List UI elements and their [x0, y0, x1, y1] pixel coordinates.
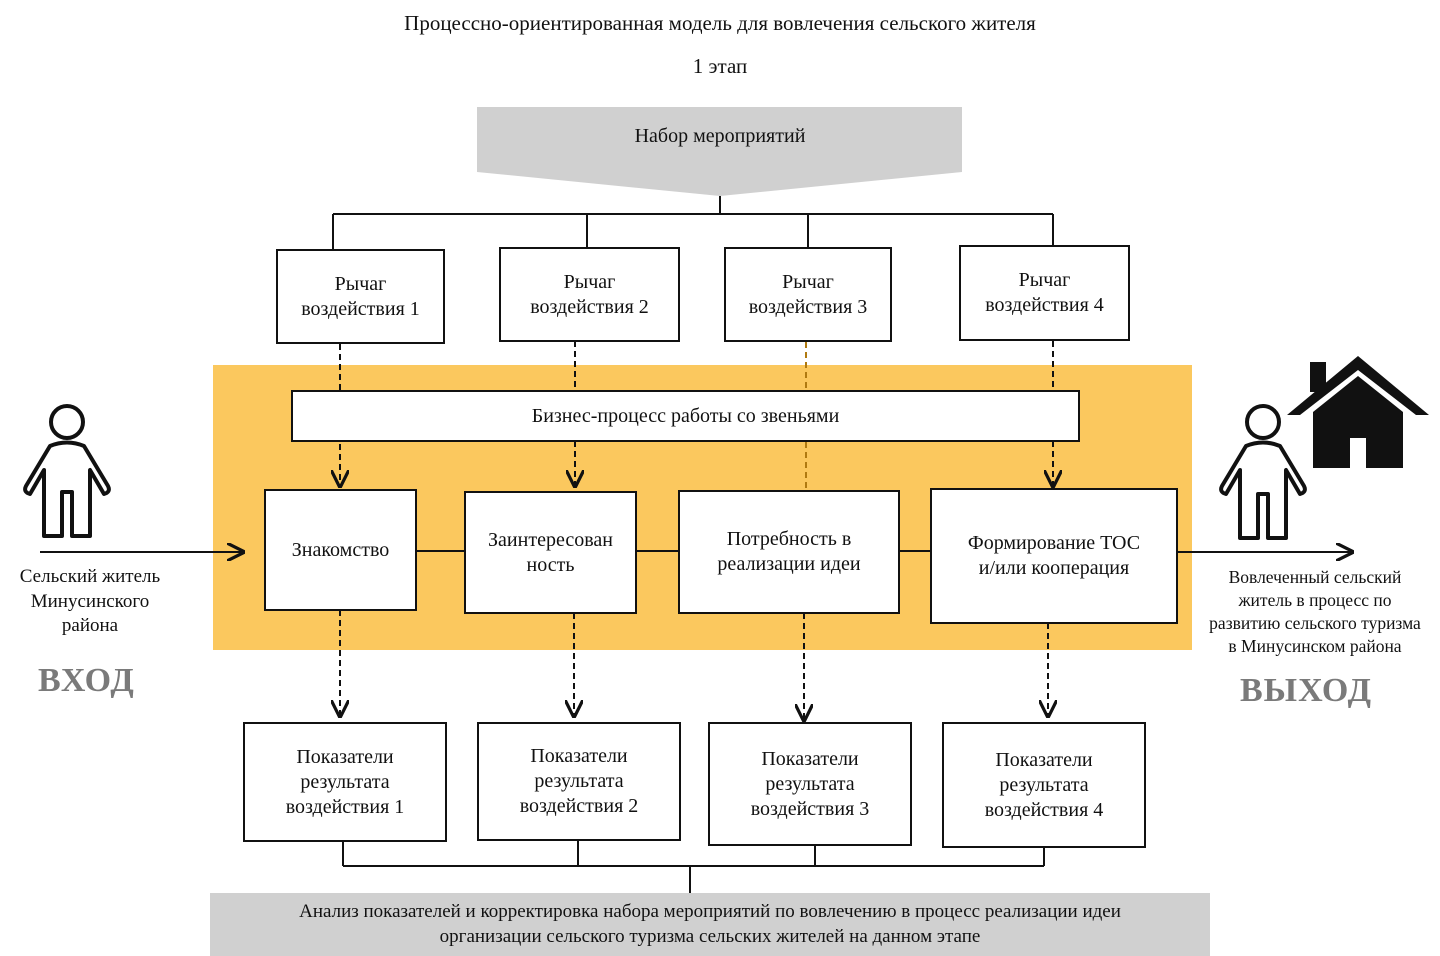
lever-3-line1: Рычаг	[782, 270, 834, 293]
lever-4-line1: Рычаг	[1018, 269, 1071, 291]
stage-box-1: Знакомство	[264, 489, 417, 611]
stage-2-line2: ность	[526, 553, 575, 576]
lever-3-line2: воздействия 3	[748, 295, 868, 318]
indicator-2-line2: результата	[534, 770, 624, 792]
diagram-title: Процессно-ориентированная модель для вов…	[404, 11, 1036, 35]
stage-4-line1: Формирование ТОС	[967, 532, 1141, 554]
indicator-box-2: Показатели результата воздействия 2	[477, 722, 681, 841]
output-caption-line3: развитию сельского туризма	[1209, 613, 1421, 634]
output-caption-line1: Вовлеченный сельский	[1228, 567, 1402, 587]
indicator-4-line3: воздействия 4	[984, 798, 1104, 821]
indicator-2-line1: Показатели	[530, 745, 628, 767]
output-caption-line4: в Минусинском района	[1228, 636, 1402, 657]
indicator-4-line2: результата	[999, 773, 1089, 796]
events-set-label: Набор мероприятий	[634, 125, 806, 147]
input-caption-line3: района	[61, 615, 119, 637]
analysis-line2: организации сельского туризма сельских ж…	[439, 925, 981, 947]
lever-1-line1: Рычаг	[334, 272, 387, 295]
analysis-line1: Анализ показателей и корректировка набор…	[299, 900, 1121, 922]
lever-2-line2: воздействия 2	[530, 295, 649, 318]
business-process-label: Бизнес-процесс работы со звеньями	[531, 404, 840, 427]
stage-label: 1 этап	[692, 54, 748, 78]
indicator-2-line3: воздействия 2	[519, 795, 639, 817]
stage-3-line1: Потребность в	[726, 528, 852, 550]
analysis-bar: Анализ показателей и корректировка набор…	[210, 893, 1210, 956]
output-caption: Вовлеченный сельский житель в процесс по…	[1190, 566, 1440, 658]
lever-2-line1: Рычаг	[563, 270, 616, 293]
stage-box-4: Формирование ТОС и/или кооперация	[930, 488, 1178, 624]
indicator-4-line1: Показатели	[995, 748, 1093, 771]
house-icon	[1287, 356, 1429, 468]
indicator-3-line2: результата	[765, 772, 855, 795]
lever-1-line2: воздействия 1	[301, 297, 420, 320]
indicator-3-line3: воздействия 3	[750, 797, 870, 820]
indicator-1-line2: результата	[300, 770, 390, 793]
lever-box-4: Рычаг воздействия 4	[959, 245, 1130, 341]
input-person-icon	[23, 404, 111, 538]
output-caption-line2: житель в процесс по	[1238, 590, 1392, 611]
stage-box-3: Потребность в реализации идеи	[678, 490, 900, 614]
stage-1-line1: Знакомство	[291, 538, 390, 561]
stage-2-line1: Заинтересован	[488, 528, 613, 551]
input-caption-line2: Минусинского	[30, 590, 150, 612]
events-banner-shape	[477, 107, 962, 196]
stage-4-line2: и/или кооперация	[978, 557, 1130, 579]
input-caption: Сельский житель Минусинского района	[0, 565, 180, 639]
indicator-1-line1: Показатели	[296, 745, 394, 768]
business-process-bar: Бизнес-процесс работы со звеньями	[291, 390, 1080, 442]
output-label: ВЫХОД	[1240, 672, 1373, 709]
input-caption-line1: Сельский житель	[19, 566, 161, 587]
stage-3-line2: реализации идеи	[717, 553, 861, 575]
output-person-icon	[1219, 404, 1307, 540]
indicator-3-line1: Показатели	[761, 747, 859, 770]
indicator-1-line3: воздействия 1	[285, 795, 405, 818]
lever-4-line2: воздействия 4	[985, 294, 1104, 316]
input-label: ВХОД	[38, 662, 135, 699]
